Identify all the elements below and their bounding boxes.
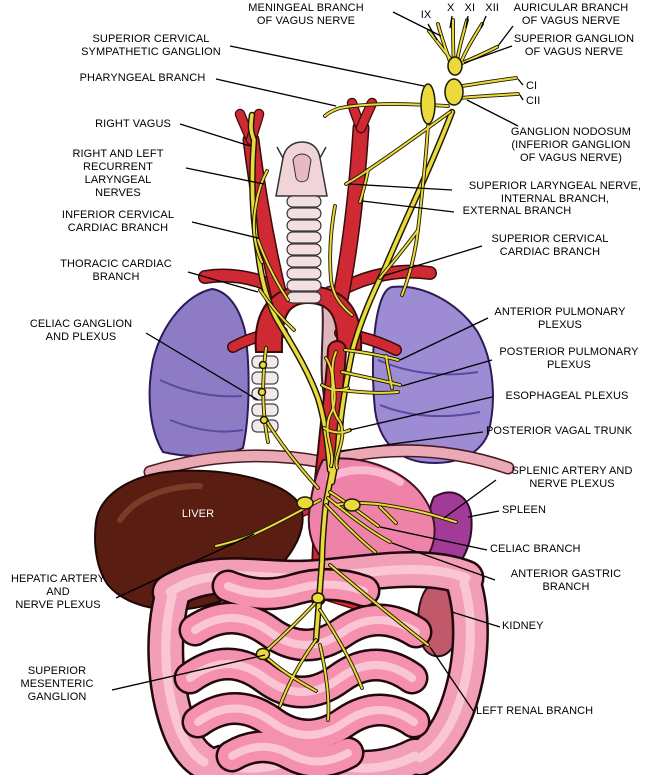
superior-mesenteric-ganglion-blob (255, 647, 271, 661)
larynx (275, 141, 328, 197)
label-ganglion-nodosum: GANGLION NODOSUM (INFERIOR GANGLION OF V… (510, 126, 632, 164)
label-anterior-pulmonary-plexus: ANTERIOR PULMONARY PLEXUS (494, 306, 626, 331)
label-kidney: KIDNEY (502, 620, 544, 632)
label-cranial-nerve-ix: IX (420, 9, 432, 21)
label-splenic-artery-and-nerve-plexus: SPLENIC ARTERY AND NERVE PLEXUS (511, 465, 633, 490)
label-esophageal-plexus: ESOPHAGEAL PLEXUS (505, 390, 629, 402)
label-pharyngeal-branch: PHARYNGEAL BRANCH (79, 72, 206, 84)
label-external-branch: EXTERNAL BRANCH (462, 205, 572, 217)
label-superior-cervical-cardiac-branch: SUPERIOR CERVICAL CARDIAC BRANCH (491, 233, 609, 258)
label-liver: LIVER (181, 508, 215, 520)
label-posterior-vagal-trunk: POSTERIOR VAGAL TRUNK (486, 425, 633, 437)
celiac-ganglion-blob (296, 496, 314, 510)
label-cii: CII (526, 95, 541, 107)
label-superior-ganglion-of-vagus: SUPERIOR GANGLION OF VAGUS NERVE (513, 33, 635, 58)
label-right-vagus: RIGHT VAGUS (95, 118, 171, 130)
label-celiac-ganglion-and-plexus: CELIAC GANGLION AND PLEXUS (29, 318, 133, 343)
superior-ganglion-blob (447, 56, 463, 76)
diaphragm (143, 444, 515, 479)
label-celiac-branch: CELIAC BRANCH (490, 543, 581, 555)
label-cranial-nerves-x-xi-xii: X XI XII (446, 2, 500, 14)
label-ci: CI (526, 80, 538, 92)
label-meningeal-branch: MENINGEAL BRANCH OF VAGUS NERVE (248, 2, 364, 27)
left-lung (371, 285, 494, 464)
right-lung (148, 287, 250, 457)
label-anterior-gastric-branch: ANTERIOR GASTRIC BRANCH (510, 568, 622, 593)
label-superior-cervical-sympathetic-ganglion: SUPERIOR CERVICAL SYMPATHETIC GANGLION (81, 33, 221, 58)
leader-lines (111, 11, 524, 713)
small-intestine (190, 584, 416, 761)
label-superior-laryngeal-nerve: SUPERIOR LARYNGEAL NERVE, INTERNAL BRANC… (468, 180, 642, 205)
label-thoracic-cardiac-branch: THORACIC CARDIAC BRANCH (60, 258, 172, 283)
label-hepatic-artery-and-nerve-plexus: HEPATIC ARTERY AND NERVE PLEXUS (10, 573, 106, 611)
ganglion-nodosum-blob (444, 78, 464, 106)
label-posterior-pulmonary-plexus: POSTERIOR PULMONARY PLEXUS (499, 346, 639, 371)
label-inferior-cervical-cardiac-branch: INFERIOR CERVICAL CARDIAC BRANCH (61, 209, 175, 234)
label-superior-mesenteric-ganglion: SUPERIOR MESENTERIC GANGLION (20, 665, 94, 703)
label-auricular-branch: AURICULAR BRANCH OF VAGUS NERVE (513, 2, 629, 27)
label-recurrent-laryngeal-nerves: RIGHT AND LEFT RECURRENT LARYNGEAL NERVE… (72, 148, 164, 199)
sympathetic-ganglion-blob (420, 83, 436, 125)
trachea (286, 195, 322, 304)
label-left-renal-branch: LEFT RENAL BRANCH (476, 705, 594, 717)
label-spleen: SPLEEN (502, 504, 547, 516)
